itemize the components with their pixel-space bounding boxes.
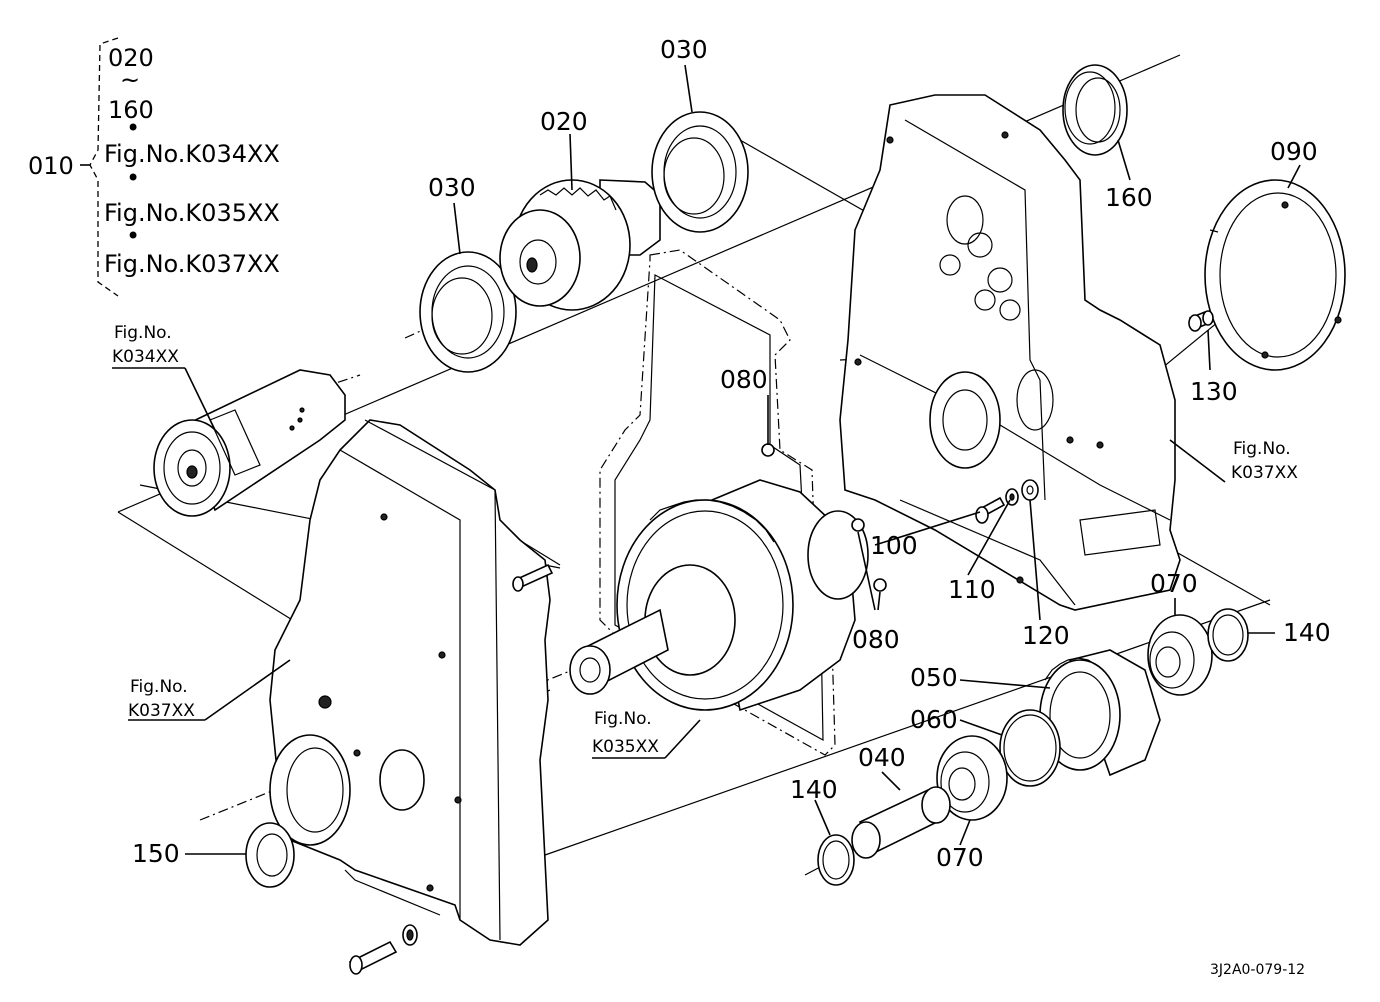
label-140-left: 140 xyxy=(790,775,838,804)
part-number-labels: 020 030 030 160 090 130 080 100 110 120 … xyxy=(132,35,1331,872)
gear-shaft-020 xyxy=(499,179,661,311)
drawing-code: 3J2A0-079-12 xyxy=(1210,962,1305,978)
bearing-030-left xyxy=(419,251,517,373)
snap-ring-140-left xyxy=(817,834,855,886)
fig-ref-1: Fig.No.K034XX xyxy=(104,140,280,168)
range-to: 160 xyxy=(108,96,154,124)
leader-lines xyxy=(112,64,1301,855)
rear-housing xyxy=(839,94,1181,611)
cover-plate-090 xyxy=(1204,179,1346,371)
group-number: 010 xyxy=(28,152,74,180)
label-040: 040 xyxy=(858,743,906,772)
callout-k035-line1: Fig.No. xyxy=(594,709,652,729)
bullet-3: • xyxy=(126,222,140,250)
label-150: 150 xyxy=(132,839,180,868)
bullet-1: • xyxy=(126,114,140,142)
label-030-top: 030 xyxy=(660,35,708,64)
label-080-top: 080 xyxy=(720,365,768,394)
label-110: 110 xyxy=(948,575,996,604)
label-090: 090 xyxy=(1270,137,1318,166)
label-120: 120 xyxy=(1022,621,1070,650)
label-030-left: 030 xyxy=(428,173,476,202)
callout-k037-right-line2: K037XX xyxy=(1231,463,1298,483)
label-100: 100 xyxy=(870,531,918,560)
label-130: 130 xyxy=(1190,377,1238,406)
shaft-040 xyxy=(851,786,951,859)
bearing-030-top xyxy=(651,111,749,233)
bullet-2: • xyxy=(126,164,140,192)
callout-k034-line2: K034XX xyxy=(112,347,179,367)
seal-160 xyxy=(1062,64,1128,156)
clutch-pack-k034 xyxy=(153,369,346,517)
range-from: 020 xyxy=(108,44,154,72)
label-140-right: 140 xyxy=(1283,618,1331,647)
dowel-pins-080 xyxy=(761,443,887,592)
header-group: 010 020 ~ 160 • Fig.No.K034XX • Fig.No.K… xyxy=(28,37,280,297)
snap-ring-140-right xyxy=(1207,608,1249,662)
label-060: 060 xyxy=(910,705,958,734)
plug-group xyxy=(975,479,1039,524)
side-bolt xyxy=(512,563,554,592)
bearing-070-bottom xyxy=(936,735,1008,821)
oil-seal-150 xyxy=(245,822,295,888)
fig-callouts: Fig.No. K034XX Fig.No. K037XX Fig.No. K0… xyxy=(112,323,1298,757)
main-gear-k035 xyxy=(569,479,869,712)
label-020: 020 xyxy=(540,107,588,136)
callout-k037-left-line1: Fig.No. xyxy=(130,677,188,697)
callout-k037-right-line1: Fig.No. xyxy=(1233,439,1291,459)
snap-ring-060 xyxy=(999,709,1061,787)
callout-k035-line2: K035XX xyxy=(592,737,659,757)
label-160: 160 xyxy=(1105,183,1153,212)
front-cover-housing xyxy=(269,419,551,946)
label-070-bottom: 070 xyxy=(936,843,984,872)
range-tilde: ~ xyxy=(120,66,140,94)
bearing-070-right xyxy=(1147,614,1213,696)
label-070-right: 070 xyxy=(1150,569,1198,598)
bushing-130 xyxy=(1188,310,1214,332)
callout-k037-left-line2: K037XX xyxy=(128,701,195,721)
label-080-bottom: 080 xyxy=(852,625,900,654)
fig-ref-3: Fig.No.K037XX xyxy=(104,250,280,278)
callout-k034-line1: Fig.No. xyxy=(114,323,172,343)
bottom-bolt xyxy=(348,924,418,975)
fig-ref-2: Fig.No.K035XX xyxy=(104,199,280,227)
label-050: 050 xyxy=(910,663,958,692)
